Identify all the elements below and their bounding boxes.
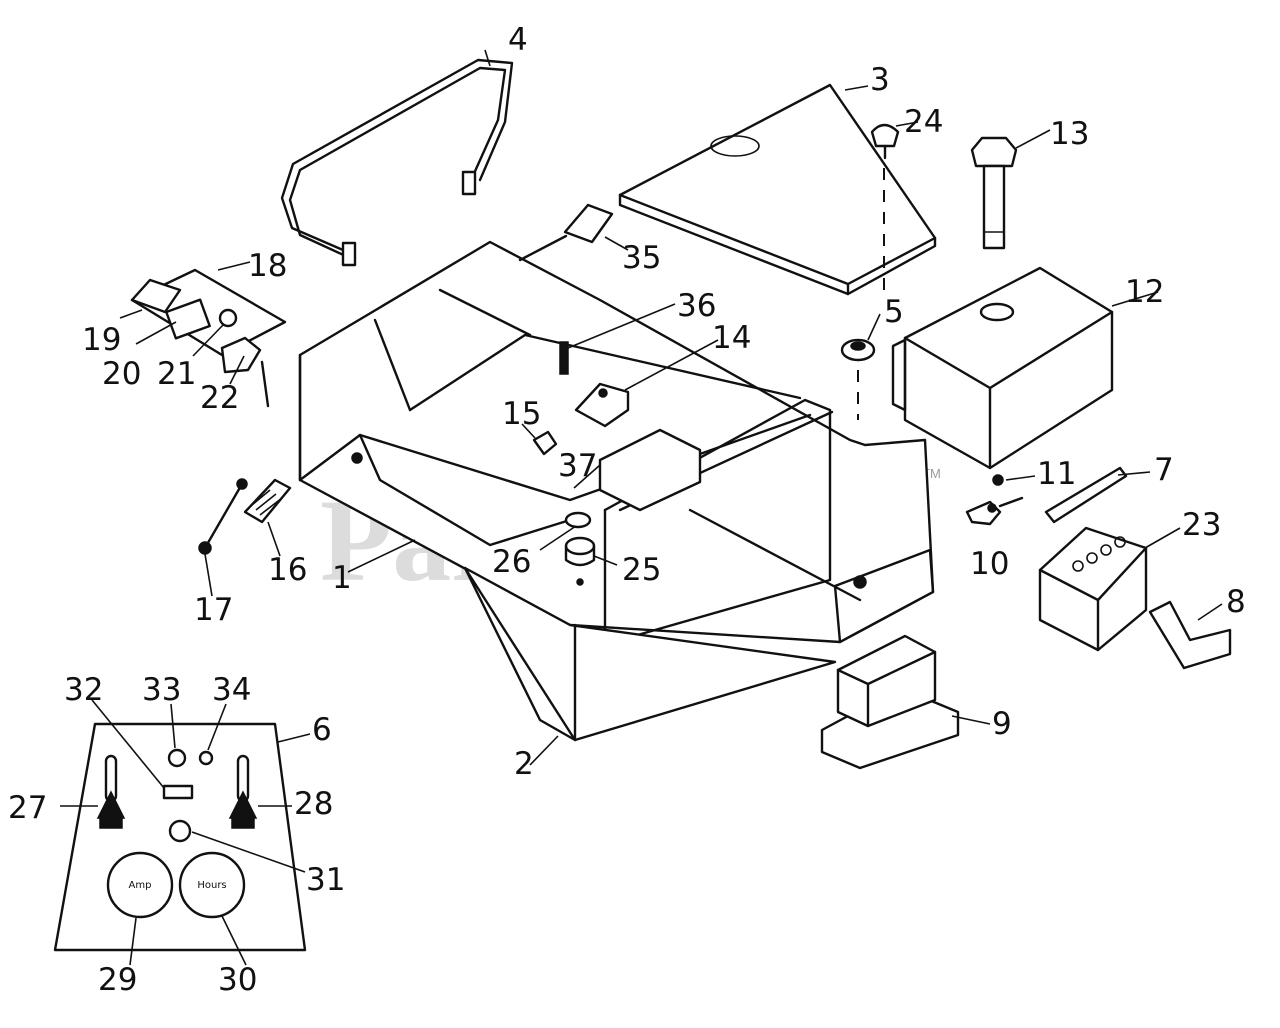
amp-gauge <box>106 851 174 919</box>
part-13-filler <box>970 136 1018 250</box>
key-31 <box>168 819 192 843</box>
callout-25: 25 <box>622 552 661 588</box>
part-16-spring <box>243 478 292 524</box>
callout-36: 36 <box>677 288 716 324</box>
callout-7: 7 <box>1154 452 1174 488</box>
part-17-rod <box>198 478 248 555</box>
part-14-latch <box>574 382 630 428</box>
callout-34: 34 <box>212 672 251 708</box>
callout-30: 30 <box>218 962 257 998</box>
callout-8: 8 <box>1226 584 1246 620</box>
hour-gauge-label: Hours <box>197 880 226 891</box>
callout-27: 27 <box>8 790 47 826</box>
callout-6: 6 <box>312 712 332 748</box>
part-6-dash-panel: Amp Hours <box>53 722 307 952</box>
callout-1: 1 <box>332 560 352 596</box>
lever-27 <box>96 754 126 829</box>
callout-23: 23 <box>1182 507 1221 543</box>
part-15-bolt <box>532 430 558 456</box>
callout-19: 19 <box>82 322 121 358</box>
leader-lines <box>60 49 1223 966</box>
part-24-cap <box>870 123 900 160</box>
part-23-battery <box>1038 526 1148 652</box>
callout-33: 33 <box>142 672 181 708</box>
part-10-valve <box>965 496 1024 526</box>
callout-11: 11 <box>1037 456 1076 492</box>
part-12-fuel-tank <box>891 266 1114 470</box>
lever-28 <box>228 754 258 829</box>
callout-15: 15 <box>502 396 541 432</box>
callout-35: 35 <box>622 240 661 276</box>
light-33 <box>167 748 187 768</box>
callout-31: 31 <box>306 862 345 898</box>
part-36-spring <box>559 341 569 375</box>
part-7-strap <box>1044 466 1128 524</box>
callout-29: 29 <box>98 962 137 998</box>
callout-22: 22 <box>200 380 239 416</box>
part-3-panel <box>618 83 937 296</box>
part-2-deck <box>463 566 837 742</box>
hour-gauge <box>178 851 246 919</box>
callout-18: 18 <box>248 248 287 284</box>
callout-5: 5 <box>884 294 904 330</box>
part-11-washer <box>992 474 1004 486</box>
amp-gauge-label: Amp <box>129 880 152 891</box>
callout-37: 37 <box>558 448 597 484</box>
callout-2: 2 <box>514 746 534 782</box>
callout-21: 21 <box>157 356 196 392</box>
callout-14: 14 <box>712 320 751 356</box>
callouts: 4 3 24 13 35 12 18 36 14 5 15 11 7 23 10… <box>8 22 1246 998</box>
callout-4: 4 <box>508 22 528 58</box>
callout-32: 32 <box>64 672 103 708</box>
callout-13: 13 <box>1050 116 1089 152</box>
light-34 <box>198 750 214 766</box>
callout-16: 16 <box>268 552 307 588</box>
part-8-bracket <box>1148 600 1232 670</box>
callout-24: 24 <box>904 104 943 140</box>
callout-26: 26 <box>492 544 531 580</box>
callout-20: 20 <box>102 356 141 392</box>
part-18-plate <box>130 268 287 408</box>
callout-3: 3 <box>870 62 890 98</box>
callout-17: 17 <box>194 592 233 628</box>
switch-32 <box>162 784 194 800</box>
callout-9: 9 <box>992 706 1012 742</box>
part-26-washer <box>564 511 592 529</box>
callout-10: 10 <box>970 546 1009 582</box>
part-9-block <box>820 634 960 770</box>
part-4-handle <box>280 58 514 267</box>
part-5-grommet <box>840 338 876 420</box>
callout-12: 12 <box>1125 274 1164 310</box>
part-25-bushing <box>564 536 596 586</box>
part-1-chassis <box>298 240 935 644</box>
callout-28: 28 <box>294 786 333 822</box>
part-35-grip <box>518 203 614 262</box>
